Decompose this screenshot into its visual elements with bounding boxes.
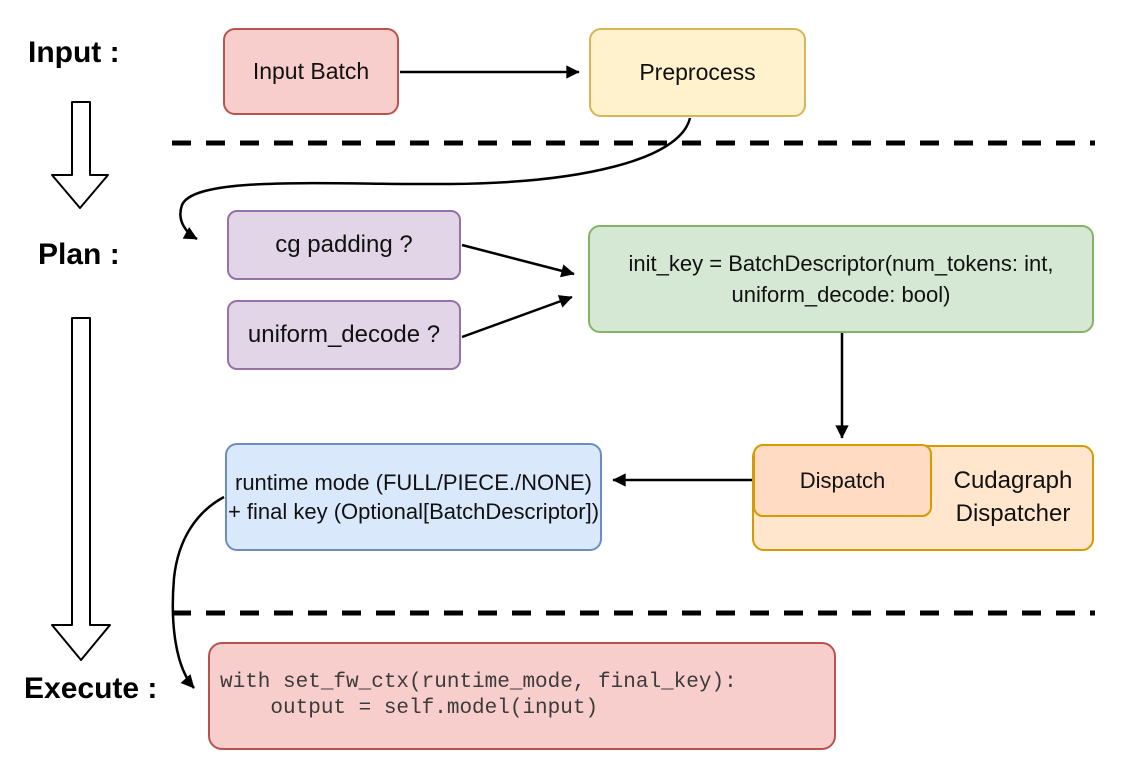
node-cg-padding: cg padding ? — [227, 210, 461, 280]
node-cg-padding-label: cg padding ? — [275, 231, 413, 258]
arrow-preprocess-to-plan — [179, 117, 692, 241]
node-cudagraph-dispatcher-line2: Dispatcher — [955, 500, 1071, 527]
node-init-key: init_key = BatchDescriptor(num_tokens: i… — [588, 225, 1094, 333]
node-execute-code: with set_fw_ctx(runtime_mode, final_key)… — [208, 642, 836, 750]
input-to-plan-block-arrow-icon — [51, 101, 109, 209]
arrow-runtime-key-to-execute-code — [171, 495, 225, 689]
stage-label-execute: Execute : — [24, 672, 158, 705]
node-dispatch: Dispatch — [753, 444, 932, 517]
execute-code-line1: with set_fw_ctx(runtime_mode, final_key)… — [220, 671, 737, 694]
node-runtime-key-line1: runtime mode (FULL/PIECE./NONE) — [235, 470, 592, 495]
node-runtime-key-line2: + final key (Optional[BatchDescriptor]) — [227, 499, 600, 524]
node-cudagraph-dispatcher-label: Cudagraph Dispatcher — [933, 464, 1093, 530]
node-dispatch-label: Dispatch — [799, 467, 886, 493]
arrow-cg-padding-to-init-key — [461, 243, 575, 278]
node-uniform-decode: uniform_decode ? — [227, 300, 461, 370]
node-preprocess: Preprocess — [589, 28, 806, 117]
node-cudagraph-dispatcher-line1: Cudagraph — [953, 467, 1073, 494]
node-input-batch: Input Batch — [223, 28, 399, 115]
node-init-key-line1: init_key = BatchDescriptor(num_tokens: i… — [628, 251, 1054, 276]
node-preprocess-label: Preprocess — [639, 59, 756, 85]
stage-label-input: Input : — [28, 36, 120, 69]
arrow-uniform-decode-to-init-key — [461, 295, 573, 339]
node-uniform-decode-label: uniform_decode ? — [247, 321, 441, 348]
plan-to-execute-block-arrow-icon — [51, 317, 111, 661]
stage-label-plan: Plan : — [38, 238, 120, 271]
node-init-key-line2: uniform_decode: bool) — [731, 282, 951, 307]
node-runtime-key: runtime mode (FULL/PIECE./NONE) + final … — [225, 443, 602, 551]
node-input-batch-label: Input Batch — [252, 58, 370, 84]
execute-code-line2: output = self.model(input) — [220, 697, 599, 720]
